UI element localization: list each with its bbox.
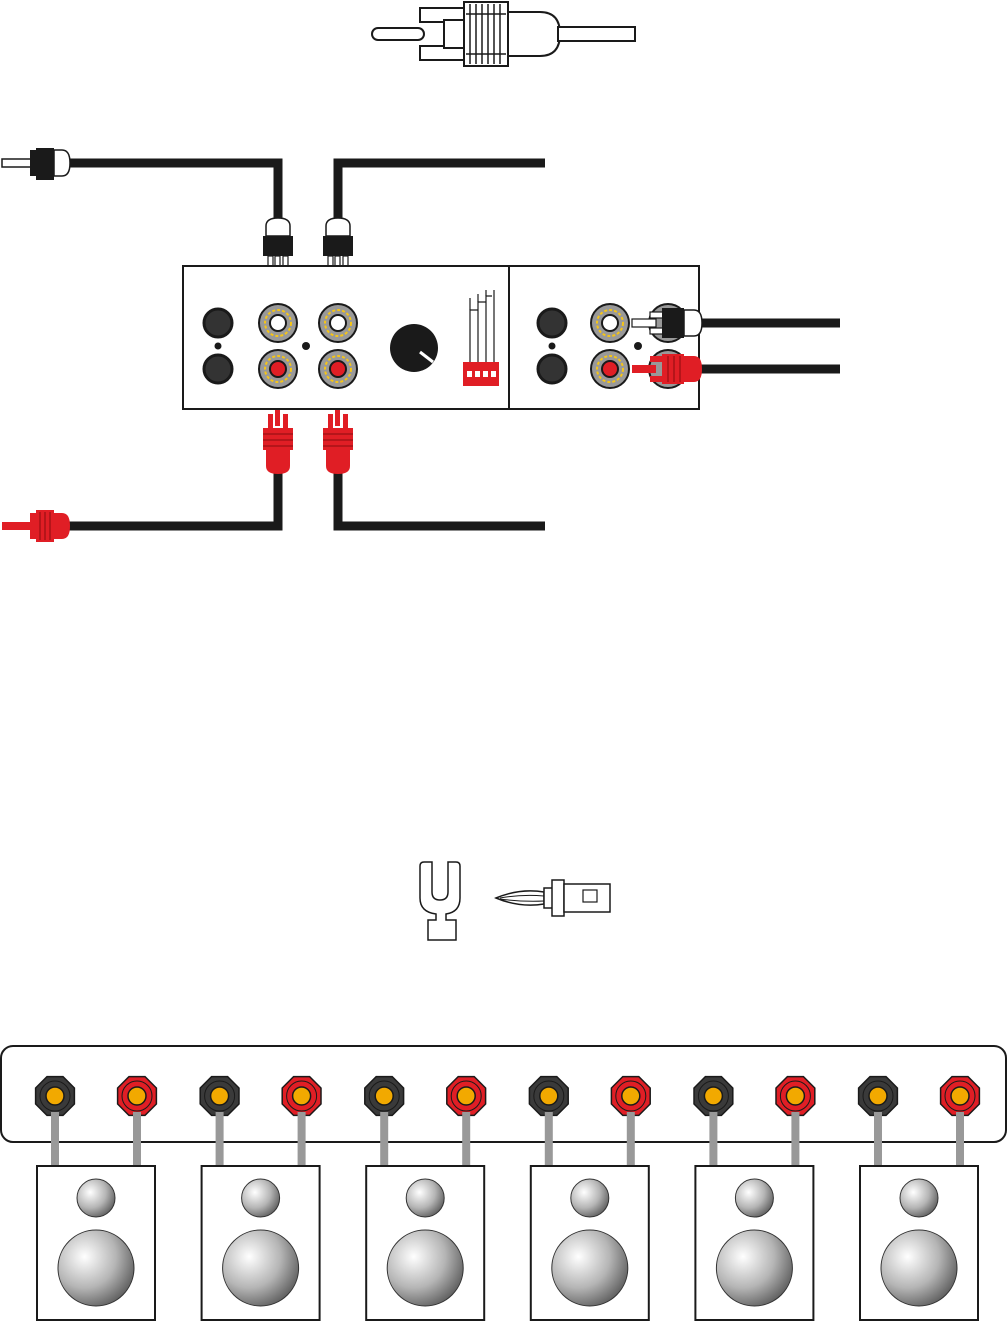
speaker-wire bbox=[51, 1112, 59, 1168]
binding-post-negative[interactable] bbox=[859, 1077, 898, 1116]
binding-post-positive[interactable] bbox=[118, 1077, 157, 1116]
speaker-icon bbox=[202, 1166, 320, 1320]
binding-post-negative[interactable] bbox=[200, 1077, 239, 1116]
speaker-wire bbox=[874, 1112, 882, 1168]
spade-connector-icon bbox=[420, 862, 460, 940]
black-jack bbox=[204, 355, 232, 383]
binding-post-negative[interactable] bbox=[529, 1077, 568, 1116]
speaker-icon bbox=[695, 1166, 813, 1320]
rca-jack-white bbox=[319, 304, 357, 342]
banana-plug-icon bbox=[496, 880, 610, 916]
rca-plug-red-in-1 bbox=[263, 402, 293, 474]
rca-jack-red bbox=[591, 350, 629, 388]
black-jack bbox=[204, 309, 232, 337]
speaker-icon bbox=[366, 1166, 484, 1320]
speaker-wire bbox=[216, 1112, 224, 1168]
speaker-wire bbox=[709, 1112, 717, 1168]
speaker-wire bbox=[462, 1112, 470, 1168]
speaker-icon bbox=[860, 1166, 978, 1320]
speaker-icon bbox=[37, 1166, 155, 1320]
binding-post-positive[interactable] bbox=[611, 1077, 650, 1116]
binding-post-positive[interactable] bbox=[282, 1077, 321, 1116]
black-jack bbox=[538, 309, 566, 337]
rca-plug-red-left bbox=[2, 510, 70, 542]
binding-post-positive[interactable] bbox=[941, 1077, 980, 1116]
binding-post-negative[interactable] bbox=[365, 1077, 404, 1116]
speaker-wire bbox=[956, 1112, 964, 1168]
black-jack bbox=[538, 355, 566, 383]
speaker-wire bbox=[380, 1112, 388, 1168]
binding-post-negative[interactable] bbox=[36, 1077, 75, 1116]
binding-post-positive[interactable] bbox=[447, 1077, 486, 1116]
speaker-icon bbox=[531, 1166, 649, 1320]
speaker-wire bbox=[133, 1112, 141, 1168]
amplifier-panel bbox=[183, 266, 699, 409]
rca-jack-white bbox=[591, 304, 629, 342]
speaker-wire bbox=[545, 1112, 553, 1168]
binding-post-positive[interactable] bbox=[776, 1077, 815, 1116]
rca-plug-icon bbox=[372, 2, 635, 66]
knob-icon[interactable] bbox=[390, 324, 438, 372]
rca-jack-red bbox=[319, 350, 357, 388]
rca-plug-white-left bbox=[2, 148, 70, 180]
binding-post-negative[interactable] bbox=[694, 1077, 733, 1116]
rca-plug-red-in-2 bbox=[323, 402, 353, 474]
speaker-wire bbox=[627, 1112, 635, 1168]
rca-jack-red bbox=[259, 350, 297, 388]
speaker-wire bbox=[298, 1112, 306, 1168]
speaker-wire bbox=[791, 1112, 799, 1168]
rca-jack-white bbox=[259, 304, 297, 342]
